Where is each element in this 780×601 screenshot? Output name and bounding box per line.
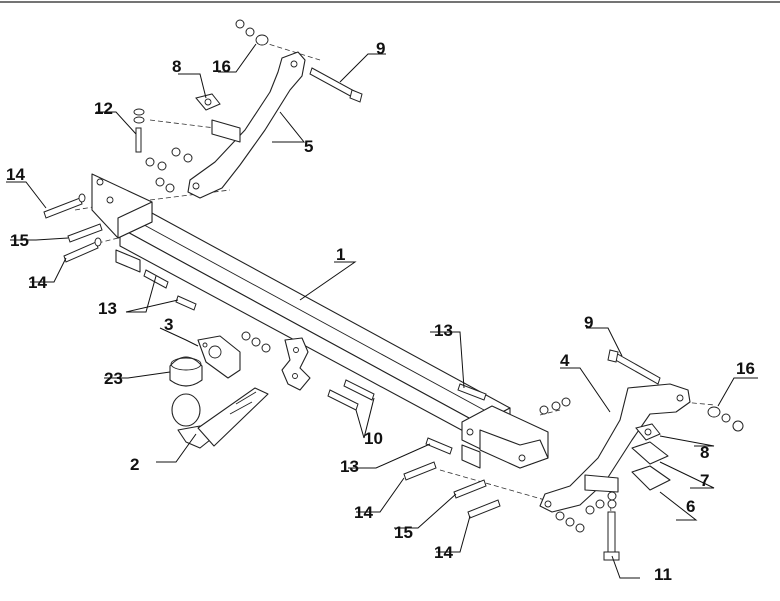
fastener-bolt-9-right <box>607 349 661 385</box>
plate-6 <box>631 465 671 491</box>
label-part-16-right: 16 <box>736 359 755 378</box>
label-part-9-right: 9 <box>584 313 593 332</box>
fastener-bolt-11 <box>603 511 620 561</box>
label-part-8-top: 8 <box>172 57 181 76</box>
part-labels: 1 2 3 4 5 6 7 8 8 9 9 10 11 12 13 13 13 … <box>6 39 755 584</box>
left-end-bracket <box>91 173 153 273</box>
label-part-2: 2 <box>130 455 139 474</box>
label-part-16-top: 16 <box>212 57 231 76</box>
label-part-14-left: 14 <box>28 273 47 292</box>
assembly-guide-lines <box>74 41 716 541</box>
label-part-7: 7 <box>700 471 709 490</box>
socket-bracket <box>281 337 311 391</box>
label-part-15-right: 15 <box>394 523 413 542</box>
label-part-13-right: 13 <box>434 321 453 340</box>
fastener-nut-8-top <box>195 93 221 111</box>
label-part-14-lower: 14 <box>434 543 453 562</box>
label-part-10: 10 <box>364 429 383 448</box>
tow-ball-neck <box>171 387 269 449</box>
label-part-5: 5 <box>304 137 313 156</box>
label-part-8-right: 8 <box>700 443 709 462</box>
label-part-9-top: 9 <box>376 39 385 58</box>
fastener-bolt-15-right <box>453 479 487 499</box>
fastener-bolts-14-left <box>43 193 102 263</box>
fastener-nuts-right-cluster <box>539 397 617 533</box>
fastener-washer-16-top <box>235 19 269 46</box>
label-part-13-left: 13 <box>98 299 117 318</box>
fastener-bolt-12 <box>133 108 145 153</box>
fastener-bolt-15-left <box>67 223 103 243</box>
label-part-15-left: 15 <box>10 231 29 250</box>
fastener-bolts-13-left <box>143 269 197 311</box>
label-part-14-center: 14 <box>354 503 373 522</box>
plate-7 <box>631 441 669 465</box>
fastener-bolts-14-right <box>403 461 501 519</box>
label-part-3: 3 <box>164 315 173 334</box>
label-part-12: 12 <box>94 99 113 118</box>
left-side-arm <box>187 51 306 199</box>
ball-cover <box>169 356 203 387</box>
fastener-nut-8-right <box>635 423 661 441</box>
fastener-washer-16-right <box>707 406 744 432</box>
right-side-arm <box>539 383 691 513</box>
fastener-nuts-left-cluster <box>145 147 271 353</box>
label-part-1: 1 <box>336 245 345 264</box>
fastener-bolt-13-right <box>425 383 487 455</box>
label-part-14-top-left: 14 <box>6 165 25 184</box>
fastener-bolts-10 <box>327 379 375 411</box>
socket-plate <box>197 335 241 379</box>
leader-lines <box>6 43 758 579</box>
fastener-bolt-9-top <box>309 67 363 103</box>
right-end-bracket <box>461 405 549 469</box>
label-part-11: 11 <box>654 565 672 584</box>
label-part-4: 4 <box>560 351 570 370</box>
label-part-13-lower: 13 <box>340 457 359 476</box>
label-part-6: 6 <box>686 497 695 516</box>
label-part-23: 23 <box>104 369 123 388</box>
